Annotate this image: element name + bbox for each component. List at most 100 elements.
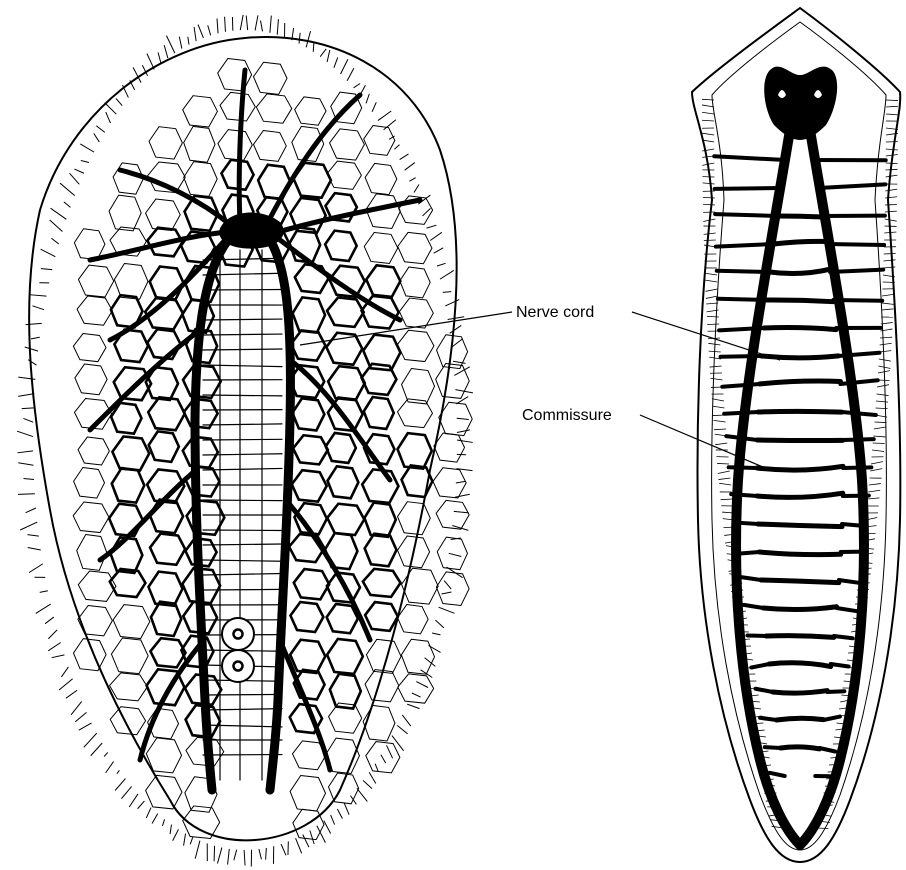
commissure [777, 216, 823, 217]
lattice-rung [203, 589, 282, 590]
fringe-branch [91, 743, 102, 756]
mesh-cell [437, 537, 467, 570]
lateral-nerve [831, 664, 849, 666]
fringe-branch [313, 42, 314, 51]
commissure [763, 607, 836, 610]
fringe-branch [18, 494, 35, 495]
commissure [758, 524, 842, 527]
lateral-nerve [827, 691, 844, 692]
lateral-nerve [834, 636, 853, 638]
fringe-branch [48, 643, 60, 651]
lattice-rung [203, 694, 282, 695]
fringe-branch [266, 848, 267, 860]
fringe-branch [152, 814, 158, 824]
fringe-branch [104, 752, 108, 756]
fringe-branch [416, 682, 428, 688]
fringe-branch [173, 829, 179, 840]
fringe-branch [228, 849, 230, 865]
fringe-branch [194, 27, 196, 41]
fringe-branch [281, 844, 286, 855]
commissure [759, 552, 840, 555]
lateral-nerve [737, 552, 759, 554]
lateral-nerve [843, 439, 874, 440]
fringe-branch [441, 592, 451, 594]
fringe-branch [217, 19, 218, 34]
commissure [781, 747, 820, 749]
fringe-branch [310, 830, 314, 844]
fringe-branch [26, 508, 36, 513]
fringe-branch [452, 525, 468, 530]
fringe-branch [344, 803, 349, 815]
commissure [777, 718, 824, 720]
eye-icon [222, 618, 254, 650]
lateral-nerve [716, 244, 774, 247]
mesh-cell [436, 572, 469, 606]
fringe-branch [179, 37, 182, 49]
fringe-branch [435, 620, 443, 628]
fringe-branch [17, 451, 33, 453]
fringe-branch [52, 655, 65, 658]
fringe-branch [84, 733, 97, 747]
fringe-branch [259, 849, 261, 859]
commissure [758, 411, 842, 412]
marginal-branch [874, 422, 886, 423]
fringe-branch [317, 826, 326, 843]
fringe-branch [255, 15, 258, 30]
lateral-nerve [843, 467, 871, 468]
fringe-branch [195, 841, 200, 859]
fringe-branch [188, 37, 189, 45]
fringe-branch [23, 418, 33, 422]
fringe-branch [61, 667, 68, 677]
marginal-branch [885, 204, 897, 205]
mesh-cell [398, 605, 429, 634]
fringe-branch [369, 772, 376, 783]
lateral-nerve [827, 244, 885, 245]
lattice-rung [203, 289, 282, 290]
fringe-branch [402, 715, 411, 726]
fringe-branch [455, 494, 470, 497]
lateral-nerve [734, 522, 758, 524]
lateral-nerve [717, 271, 770, 272]
fringe-branch [48, 630, 57, 639]
fringe-branch [387, 745, 393, 758]
fringe-branch [162, 819, 164, 826]
fringe-branch [225, 17, 226, 32]
fringe-branch [17, 431, 33, 436]
label-commissure-text: Commissure [522, 407, 612, 424]
mesh-cell [433, 468, 466, 498]
fringe-branch [22, 408, 34, 409]
fringe-branch [36, 604, 51, 613]
fringe-branch [439, 607, 455, 613]
lateral-nerve [721, 356, 762, 357]
fringe-branch [331, 815, 335, 824]
fringe-branch [18, 463, 33, 466]
fringe-branch [392, 736, 404, 751]
commissure [764, 328, 836, 330]
fringe-branch [432, 633, 440, 635]
lateral-nerve [833, 300, 882, 301]
commissure [767, 300, 834, 302]
fringe-branch [115, 779, 125, 791]
commissure [766, 636, 834, 638]
fringe-branch [208, 25, 211, 35]
fringe-branch [190, 837, 192, 844]
fringe-branch [18, 394, 34, 397]
fringe-branch [164, 45, 168, 58]
commissure [773, 241, 826, 244]
fringe-branch [363, 781, 372, 789]
fringe-branch [158, 52, 161, 63]
fringe-branch [129, 794, 138, 807]
lateral-nerve [715, 188, 782, 189]
lateral-nerve [722, 384, 759, 387]
lateral-nerve [715, 214, 777, 216]
fringe-branch [244, 850, 245, 865]
fringe-branch [407, 704, 419, 709]
fringe-branch [166, 36, 174, 53]
mesh-cell [436, 500, 469, 529]
fringe-branch [79, 723, 92, 730]
fringe-branch [234, 850, 237, 861]
fringe-branch [428, 645, 440, 652]
fringe-branch [217, 848, 221, 864]
commissure [773, 691, 827, 694]
fringe-branch [240, 15, 243, 30]
